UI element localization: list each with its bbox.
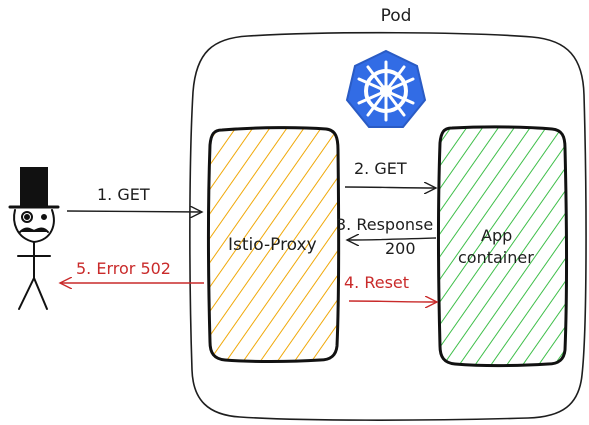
get-2-label: 2. GET	[354, 159, 407, 178]
error-label: 5. Error 502	[76, 259, 171, 278]
arrow-get-2	[344, 187, 436, 188]
pod-label: Pod	[380, 6, 412, 26]
istio-proxy-label: Istio-Proxy	[228, 235, 317, 255]
app-label-line2: container	[458, 248, 534, 267]
app-label-line1: App	[481, 226, 513, 245]
response-label-line2: 200	[385, 239, 416, 258]
arrow-reset	[348, 301, 437, 302]
arrow-get-1	[66, 211, 202, 212]
reset-label: 4. Reset	[344, 273, 410, 292]
get-1-label: 1. GET	[97, 185, 150, 204]
response-label-line1: 3. Response	[336, 215, 434, 234]
istio-proxy-box	[207, 126, 341, 363]
pod-boundary	[189, 31, 587, 421]
kubernetes-logo-icon	[345, 49, 427, 128]
arrow-response	[347, 238, 437, 240]
app-container-box	[437, 125, 568, 367]
top-hat-user-icon	[8, 167, 60, 310]
